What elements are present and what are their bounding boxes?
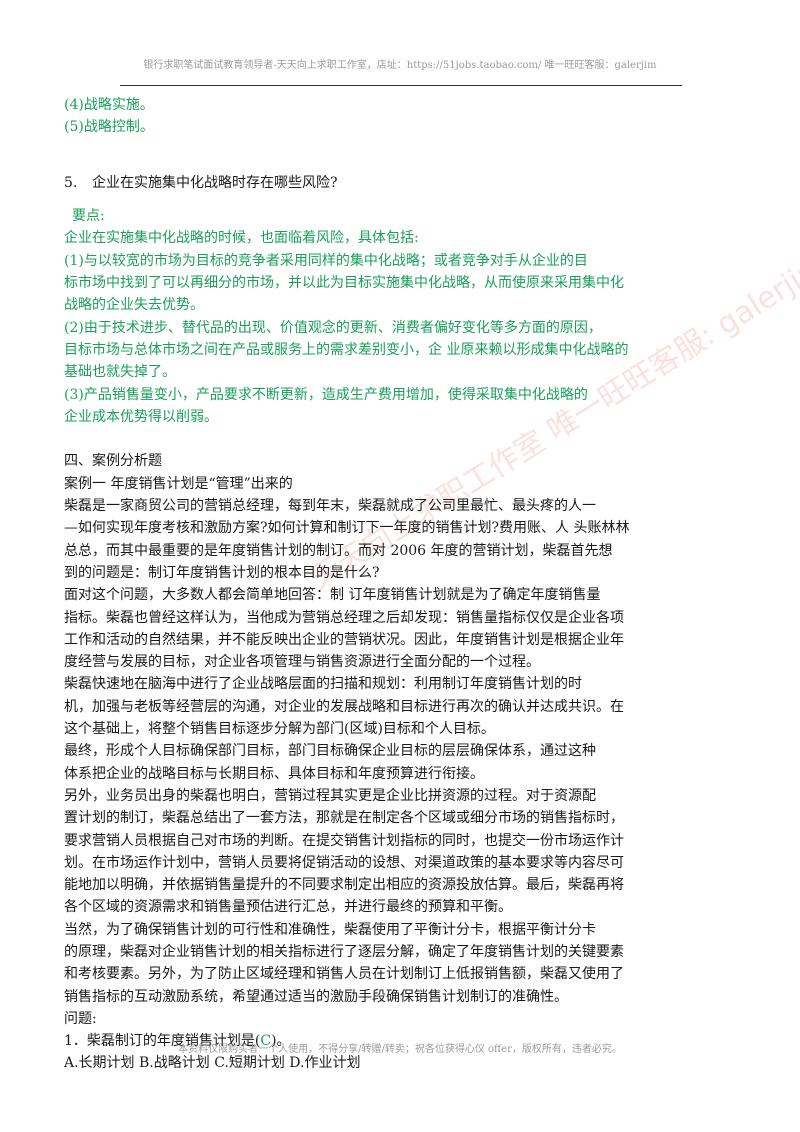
case-line: 销售指标的互动激励系统，希望通过适当的激励手段确保销售计划制订的准确性。 bbox=[64, 988, 568, 1005]
case-line: 能地加以明确，并依据销售量提升的不同要求制定出相应的资源投放估算。最后，柴磊再将 bbox=[64, 877, 624, 894]
spacer bbox=[64, 194, 704, 205]
case-line: 和考核要素。另外，为了防止区域经理和销售人员在计划制订上低报销售额，柴磊又使用了 bbox=[64, 966, 624, 983]
case-line: 最终，形成个人目标确保部门目标，部门目标确保企业目标的层层确保体系，通过这种 bbox=[64, 743, 596, 760]
case-line: 度经营与发展的目标，对企业各项管理与销售资源进行全面分配的一个过程。 bbox=[64, 654, 540, 671]
intro-item: (4)战略实施。 bbox=[64, 97, 154, 113]
case-line: 机，加强与老板等经营层的沟通，对企业的发展战略和目标进行再次的确认并达成共识。在 bbox=[64, 698, 624, 715]
answer-line: (3)产品销售量变小，产品要求不断更新，造成生产费用增加，使得采取集中化战略的 bbox=[64, 386, 588, 403]
case-line: 到的问题是：制订年度销售计划的根本目的是什么? bbox=[64, 564, 380, 581]
case-line: 柴磊快速地在脑海中进行了企业战略层面的扫描和规划：利用制订年度销售计划的时 bbox=[64, 676, 582, 693]
page-header: 银行求职笔试面试教育领导者-天天向上求职工作室，店址：https://51job… bbox=[143, 60, 657, 71]
answer-line: 企业成本优势得以削弱。 bbox=[64, 408, 218, 425]
case-line: 柴磊是一家商贸公司的营销总经理，每到年末，柴磊就成了公司里最忙、最头疼的人一 bbox=[64, 498, 596, 515]
document-body: (4)战略实施。 (5)战略控制。 5. 企业在实施集中化战略时存在哪些风险? 要… bbox=[64, 94, 704, 1075]
case-line: —如何实现年度考核和激励方案?如何计算和制订下一年度的销售计划?费用账、人 头账… bbox=[64, 520, 630, 537]
question-1-options: A.长期计划 B.战略计划 C.短期计划 D.作业计划 bbox=[64, 1055, 361, 1072]
section-heading: 四、案例分析题 bbox=[64, 453, 162, 470]
question-1-prefix: 1．柴磊制订的年度销售计划是( bbox=[64, 1033, 261, 1050]
question-1-answer: C bbox=[260, 1033, 272, 1050]
case-line: 这个基础上，将整个销售目标逐步分解为部门(区域)目标和个人目标。 bbox=[64, 721, 495, 738]
case-line: 当然，为了确保销售计划的可行性和准确性，柴磊使用了平衡计分卡，根据平衡计分卡 bbox=[64, 921, 596, 938]
answer-line: 标市场中找到了可以再细分的市场，并以此为目标实施集中化战略，从而使原来采用集中化 bbox=[64, 275, 624, 292]
spacer bbox=[64, 139, 704, 161]
page-footer: 本资料仅限购买者一个人使用，不得分享/转赠/转卖；祝各位获得心仪 offer，版… bbox=[178, 1044, 622, 1055]
spacer bbox=[64, 161, 704, 172]
case-line: 要求营销人员根据自己对市场的判断。在提交销售计划指标的同时，也提交一份市场运作计 bbox=[64, 832, 624, 849]
question-1: 1．柴磊制订的年度销售计划是(C)。 bbox=[64, 1030, 704, 1052]
answer-line: (2)由于技术进步、替代品的出现、价值观念的更新、消费者偏好变化等多方面的原因， bbox=[64, 319, 602, 336]
case-line: 各个区域的资源需求和销售量预估进行汇总，并进行最终的预算和平衡。 bbox=[64, 899, 512, 916]
header-divider bbox=[120, 85, 682, 86]
question-1-suffix: )。 bbox=[271, 1033, 291, 1050]
case-title: 案例一 年度销售计划是“管理”出来的 bbox=[64, 475, 293, 492]
spacer bbox=[64, 428, 704, 450]
intro-item: (5)战略控制。 bbox=[64, 119, 154, 136]
answer-line: 企业在实施集中化战略的时候，也面临着风险，具体包括: bbox=[64, 230, 419, 247]
case-line: 总总，而其中最重要的是年度销售计划的制订。而对 2006 年度的营销计划，柴磊首… bbox=[64, 542, 613, 559]
questions-label: 问题: bbox=[64, 1010, 97, 1027]
question-text: 企业在实施集中化战略时存在哪些风险? bbox=[92, 174, 338, 191]
case-line: 体系把企业的战略目标与长期目标、具体目标和年度预算进行衔接。 bbox=[64, 765, 484, 782]
case-line: 置计划的制订，柴磊总结出了一套方法，那就是在制定各个区域或细分市场的销售指标时， bbox=[64, 810, 624, 827]
case-line: 另外，业务员出身的柴磊也明白，营销过程其实更是企业比拼资源的过程。对于资源配 bbox=[64, 787, 596, 804]
question-number: 5. bbox=[64, 174, 78, 191]
answer-line: 战略的企业失去优势。 bbox=[64, 297, 204, 314]
case-line: 指标。柴磊也曾经这样认为，当他成为营销总经理之后却发现：销售量指标仅仅是企业各项 bbox=[64, 609, 624, 626]
question-5: 5. 企业在实施集中化战略时存在哪些风险? bbox=[64, 172, 704, 194]
case-line: 面对这个问题，大多数人都会简单地回答：制 订年度销售计划就是为了确定年度销售量 bbox=[64, 587, 601, 604]
case-line: 划。在市场运作计划中，营销人员要将促销活动的设想、对渠道政策的基本要求等内容尽可 bbox=[64, 854, 624, 871]
case-line: 工作和活动的自然结果，并不能反映出企业的营销状况。因此，年度销售计划是根据企业年 bbox=[64, 631, 624, 648]
case-line: 的原理，柴磊对企业销售计划的相关指标进行了逐层分解，确定了年度销售计划的关键要素 bbox=[64, 943, 624, 960]
answer-heading: 要点: bbox=[72, 208, 105, 225]
answer-line: 目标市场与总体市场之间在产品或服务上的需求差别变小，企 业原来赖以形成集中化战略… bbox=[64, 341, 629, 358]
answer-line: 基础也就失掉了。 bbox=[64, 364, 176, 381]
answer-line: (1)与以较宽的市场为目标的竞争者采用同样的集中化战略；或者竞争对手从企业的目 bbox=[64, 252, 588, 269]
